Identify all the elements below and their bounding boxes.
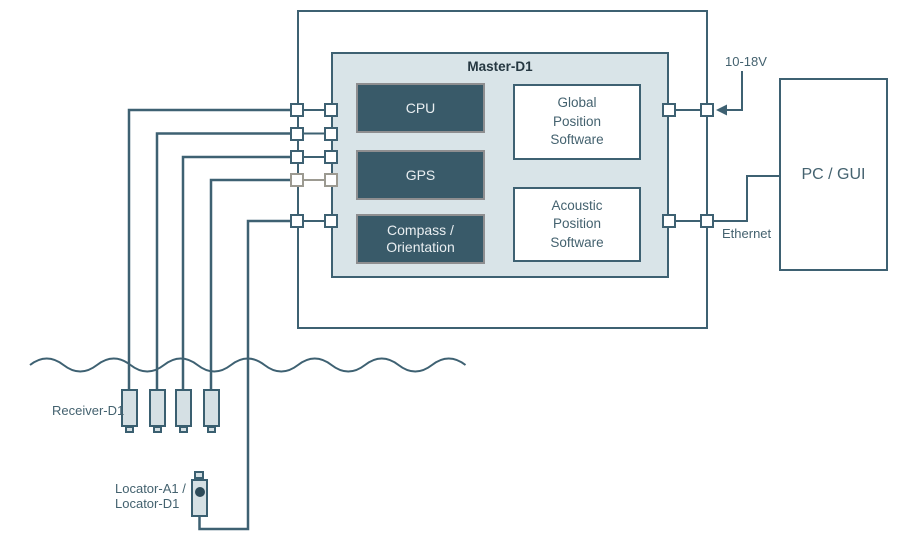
receiver-device-2 [148,389,166,427]
frame-port-1 [290,103,304,117]
frame-port-2 [290,126,304,141]
frame-port-power [700,103,714,117]
locator-connector [194,471,204,479]
power-line [727,71,743,111]
master-port-4-unused [324,173,338,187]
cable-receiver-3 [181,155,298,390]
locator-label: Locator-A1 / Locator-D1 [115,481,186,511]
ethernet-line [714,175,780,222]
receiver-connector-3 [178,426,188,433]
global-software-line: Global [557,95,597,111]
pc-gui-box: PC / GUI [779,78,888,271]
cable-locator [198,219,298,531]
master-port-5 [324,214,338,228]
locator-label-line2: Locator-D1 [115,496,180,511]
receiver-cables [127,108,298,531]
receiver-device-4 [203,389,220,427]
locator-transducer-dot-icon [194,487,205,497]
locator-label-line1: Locator-A1 / [115,481,186,496]
receiver-connector-4 [207,426,216,433]
global-software-line: Position [552,113,602,129]
frame-port-4-unused [290,173,304,187]
master-port-1 [324,103,338,117]
compass-label: Compass / Orientation [386,222,455,255]
gps-block: GPS [356,150,485,200]
power-arrow-icon [716,104,727,116]
receiver-connector-1 [125,426,134,433]
water-surface-wave [29,357,467,373]
master-port-2 [324,126,338,141]
master-port-ethernet [662,214,676,228]
master-port-3 [324,150,338,164]
acoustic-software-line: Acoustic [551,197,603,213]
master-title: Master-D1 [467,59,533,74]
cpu-label: CPU [405,99,436,116]
global-software-line: Software [550,132,604,148]
cpu-block: CPU [356,83,485,133]
receiver-connector-2 [152,426,162,433]
ethernet-label: Ethernet [722,226,772,241]
power-label: 10-18V [725,54,767,69]
frame-port-ethernet [700,214,714,228]
frame-port-5 [290,214,304,228]
acoustic-software-line: Software [550,234,604,250]
compass-orientation-block: Compass / Orientation [356,214,485,264]
receiver-label: Receiver-D1 [52,403,125,418]
locator-device [191,479,208,517]
surface-unit-frame [297,10,708,329]
receiver-device-3 [174,389,192,427]
acoustic-software-line: Position [552,216,602,232]
cable-receiver-1 [127,108,298,390]
pc-gui-label: PC / GUI [801,165,866,183]
cable-receiver-4 [209,178,298,390]
cable-receiver-2 [155,132,298,390]
acoustic-position-software-box: Acoustic Position Software [513,187,641,262]
master-port-power [662,103,676,117]
gps-label: GPS [405,166,436,183]
frame-port-3 [290,150,304,164]
global-position-software-box: Global Position Software [513,84,641,160]
